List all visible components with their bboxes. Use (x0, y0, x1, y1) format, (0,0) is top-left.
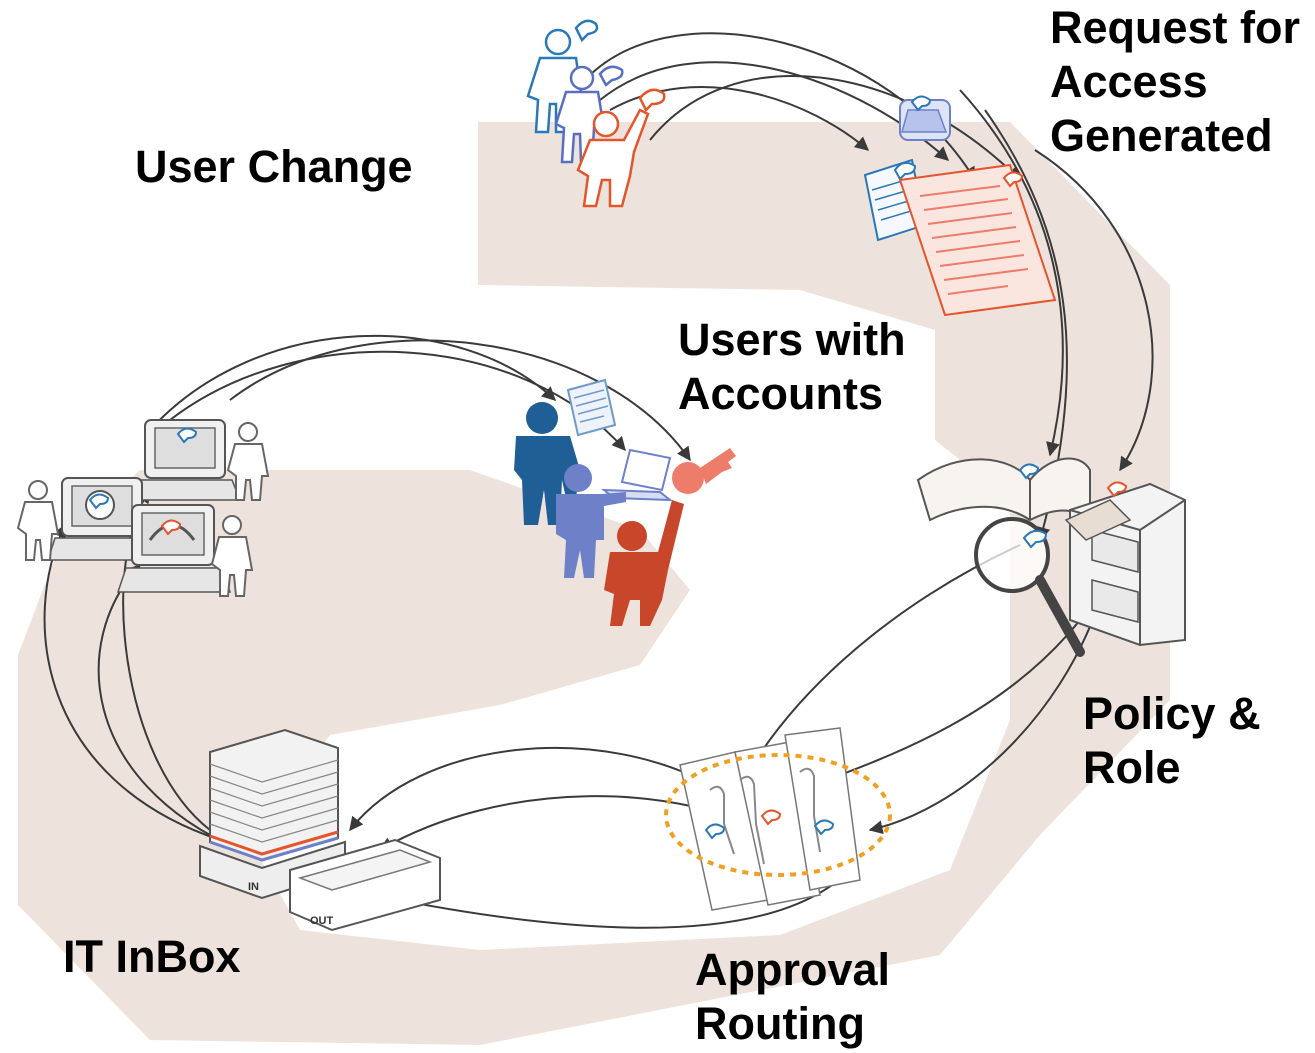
policy-book-magnifier-cabinet-icon (916, 457, 1186, 657)
label-request-for-access-line-2: Access (1050, 56, 1208, 107)
out-tray-label: OUT (310, 915, 334, 927)
arrow-approval-to-inbox-1 (349, 747, 721, 832)
label-policy-role-line-2: Role (1083, 742, 1181, 793)
label-request-for-access: Request for Access Generated (1050, 1, 1300, 163)
label-users-with-accounts: Users with Accounts (678, 313, 906, 421)
key-icon (672, 448, 736, 494)
label-users-with-accounts-line-2: Accounts (678, 368, 884, 419)
label-approval-routing-line-1: Approval (695, 944, 891, 995)
arrow-request-to-policy-1 (959, 89, 1064, 457)
label-policy-role-line-1: Policy & (1083, 688, 1261, 739)
in-tray-label: IN (248, 881, 259, 893)
label-it-inbox: IT InBox (63, 931, 241, 982)
request-document-icon (863, 95, 1057, 317)
laptop-icon (601, 448, 673, 502)
label-policy-role: Policy & Role (1083, 687, 1261, 795)
flow-arrows (43, 32, 1154, 929)
workstation-2 (46, 477, 160, 561)
user-change-people-icon (526, 19, 666, 208)
it-inbox-trays-icon: IN OUT (199, 728, 441, 932)
label-request-for-access-line-1: Request for (1050, 2, 1301, 53)
arrow-workstations-to-users-1 (149, 334, 557, 431)
label-user-change: User Change (135, 141, 413, 192)
background-ring-shape (18, 122, 1170, 1045)
workstation-users (16, 422, 270, 597)
workstation-1 (128, 419, 242, 501)
label-approval-routing: Approval Routing (695, 943, 890, 1051)
label-request-for-access-line-3: Generated (1050, 110, 1273, 161)
label-users-with-accounts-line-1: Users with (678, 314, 906, 365)
arrow-user-to-request-4 (649, 75, 1021, 181)
arrow-request-to-policy-3 (1034, 149, 1154, 472)
workstation-3 (116, 504, 232, 593)
arrow-workstations-to-users-3 (229, 339, 691, 462)
users-with-accounts-people-icon (514, 378, 736, 626)
approval-routing-figures-icon (664, 727, 892, 911)
label-approval-routing-line-2: Routing (695, 998, 865, 1049)
workstations-users-icon (16, 419, 270, 597)
arrow-inbox-to-workstations-2 (97, 563, 241, 851)
account-document-icon (566, 378, 617, 437)
arrow-inbox-to-workstations-1 (43, 523, 221, 841)
